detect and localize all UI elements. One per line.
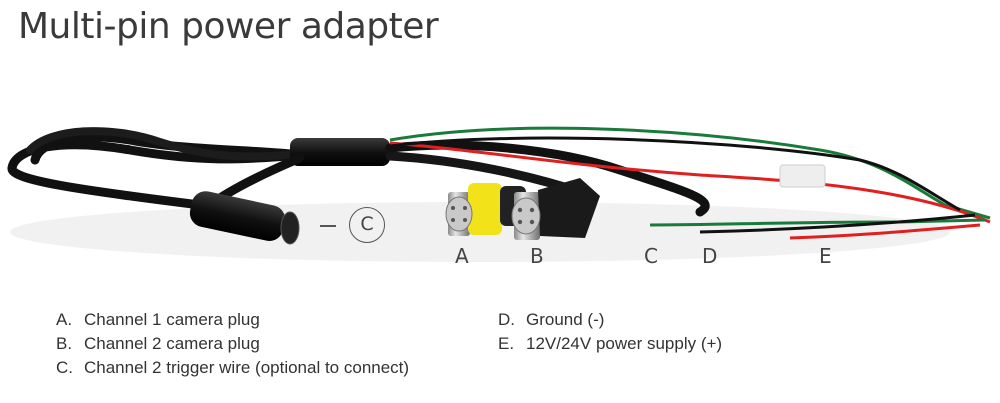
legend-text: 12V/24V power supply (+): [526, 334, 723, 353]
callout-dash: [320, 225, 336, 227]
figure-label-c: C: [644, 244, 658, 268]
plug-b-boot: [538, 178, 600, 238]
legend-key: C.: [56, 358, 73, 377]
figure-label-b: B: [530, 244, 544, 268]
page-title: Multi-pin power adapter: [18, 6, 439, 47]
legend-text: Channel 2 camera plug: [84, 334, 260, 353]
legend-key: D.: [498, 310, 515, 329]
wire-black-tail: [699, 213, 976, 234]
legend-text: Channel 1 camera plug: [84, 310, 260, 329]
legend-item: A. Channel 1 camera plug: [56, 308, 409, 332]
adapter-cable-illustration: [7, 126, 991, 262]
callout-c-circle: C: [349, 207, 385, 243]
wire-d-green: [649, 218, 986, 227]
legend-key: B.: [56, 334, 73, 353]
legend-key: A.: [56, 310, 73, 329]
legend-text: Channel 2 trigger wire (optional to conn…: [84, 358, 410, 377]
green-wire: [389, 126, 991, 220]
main-cable-loop: [7, 132, 301, 210]
figure-label-a: A: [455, 244, 469, 268]
legend-item: C. Channel 2 trigger wire (optional to c…: [56, 356, 409, 380]
legend-item: E. 12V/24V power supply (+): [498, 332, 722, 356]
red-wire: [389, 141, 991, 224]
legend-left: A. Channel 1 camera plug B. Channel 2 ca…: [56, 308, 409, 380]
black-wire: [389, 136, 961, 212]
plug-a-face: [445, 196, 473, 232]
legend-item: B. Channel 2 camera plug: [56, 332, 409, 356]
legend-key: E.: [498, 334, 515, 353]
figure-label-e: E: [819, 244, 832, 268]
figure-label-d: D: [702, 244, 718, 268]
plug-b-face: [511, 197, 541, 235]
female-plug-face: [280, 211, 300, 245]
wire-connector-housing: [779, 164, 826, 188]
female-plug-body: [189, 191, 286, 241]
plug-a-yellow-band: [468, 183, 502, 235]
junction-block: [290, 138, 390, 166]
main-cable-loop-2: [26, 127, 324, 161]
wire-e-red: [789, 223, 981, 240]
legend-text: Ground (-): [526, 310, 605, 329]
legend-item: D. Ground (-): [498, 308, 722, 332]
legend-right: D. Ground (-) E. 12V/24V power supply (+…: [498, 308, 722, 356]
